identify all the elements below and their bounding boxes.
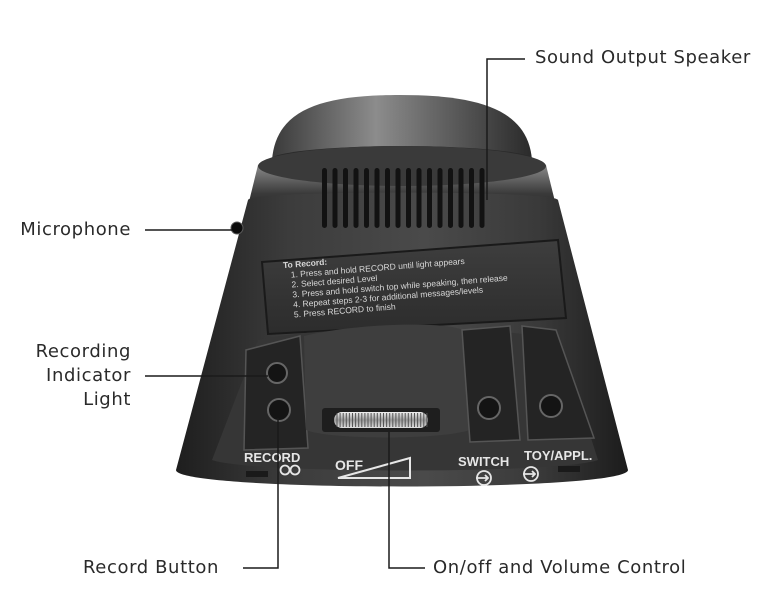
leader-volume — [388, 432, 425, 569]
record-label: RECORD — [244, 450, 300, 465]
right-tab — [558, 466, 580, 472]
left-tab — [246, 471, 268, 477]
toy-jack — [539, 394, 563, 418]
toy-label: TOY/APPL. — [524, 448, 592, 463]
switch-jack-icon — [476, 470, 492, 486]
grille-slot — [374, 168, 380, 228]
record-symbol-icon — [279, 464, 301, 476]
collar-top — [258, 146, 546, 186]
grille-slot — [448, 168, 453, 228]
grille-slot — [458, 168, 464, 228]
indicator-light — [266, 362, 288, 384]
grille-slot — [353, 168, 359, 228]
callout-line: Recording — [35, 341, 131, 362]
toy-pod — [521, 325, 596, 441]
volume-wheel-ridges — [336, 413, 428, 427]
callout-record-button: Record Button — [83, 557, 220, 578]
grille-slot — [427, 168, 432, 228]
off-label: OFF — [335, 457, 363, 473]
switch-jack — [477, 396, 501, 420]
record-button — [267, 398, 291, 422]
callout-microphone: Microphone — [20, 219, 131, 240]
toy-jack-icon — [523, 466, 539, 482]
volume-ramp-icon — [337, 456, 411, 479]
leader-lines — [145, 58, 525, 569]
grille-slot — [322, 168, 327, 228]
callout-sound-output-speaker: Sound Output Speaker — [535, 47, 751, 68]
instruction-panel — [260, 238, 568, 336]
switch-label: SWITCH — [458, 454, 509, 469]
top-cap — [272, 95, 532, 160]
microphone-hole — [230, 221, 244, 235]
grille-slot — [437, 168, 443, 228]
grille-slot — [406, 168, 411, 228]
callout-line: Light — [83, 389, 131, 410]
grille-slot — [364, 168, 369, 228]
record-pod — [243, 335, 309, 451]
callout-volume-control: On/off and Volume Control — [433, 557, 687, 578]
grille-slot — [479, 168, 485, 228]
grille-slot — [385, 168, 390, 228]
leader-record — [243, 418, 279, 569]
callout-line: Indicator — [46, 365, 131, 386]
grille-slot — [395, 168, 401, 228]
instruction-heading: To Record: — [283, 257, 328, 270]
switch-pod — [461, 325, 521, 443]
grille-slot — [469, 168, 474, 228]
callout-recording-indicator-light: Recording Indicator Light — [0, 340, 131, 412]
grille-slot — [416, 168, 422, 228]
grille-slot — [332, 168, 338, 228]
leader-speaker — [486, 58, 525, 200]
speaker-grille — [322, 168, 485, 228]
grille-slot — [343, 168, 348, 228]
